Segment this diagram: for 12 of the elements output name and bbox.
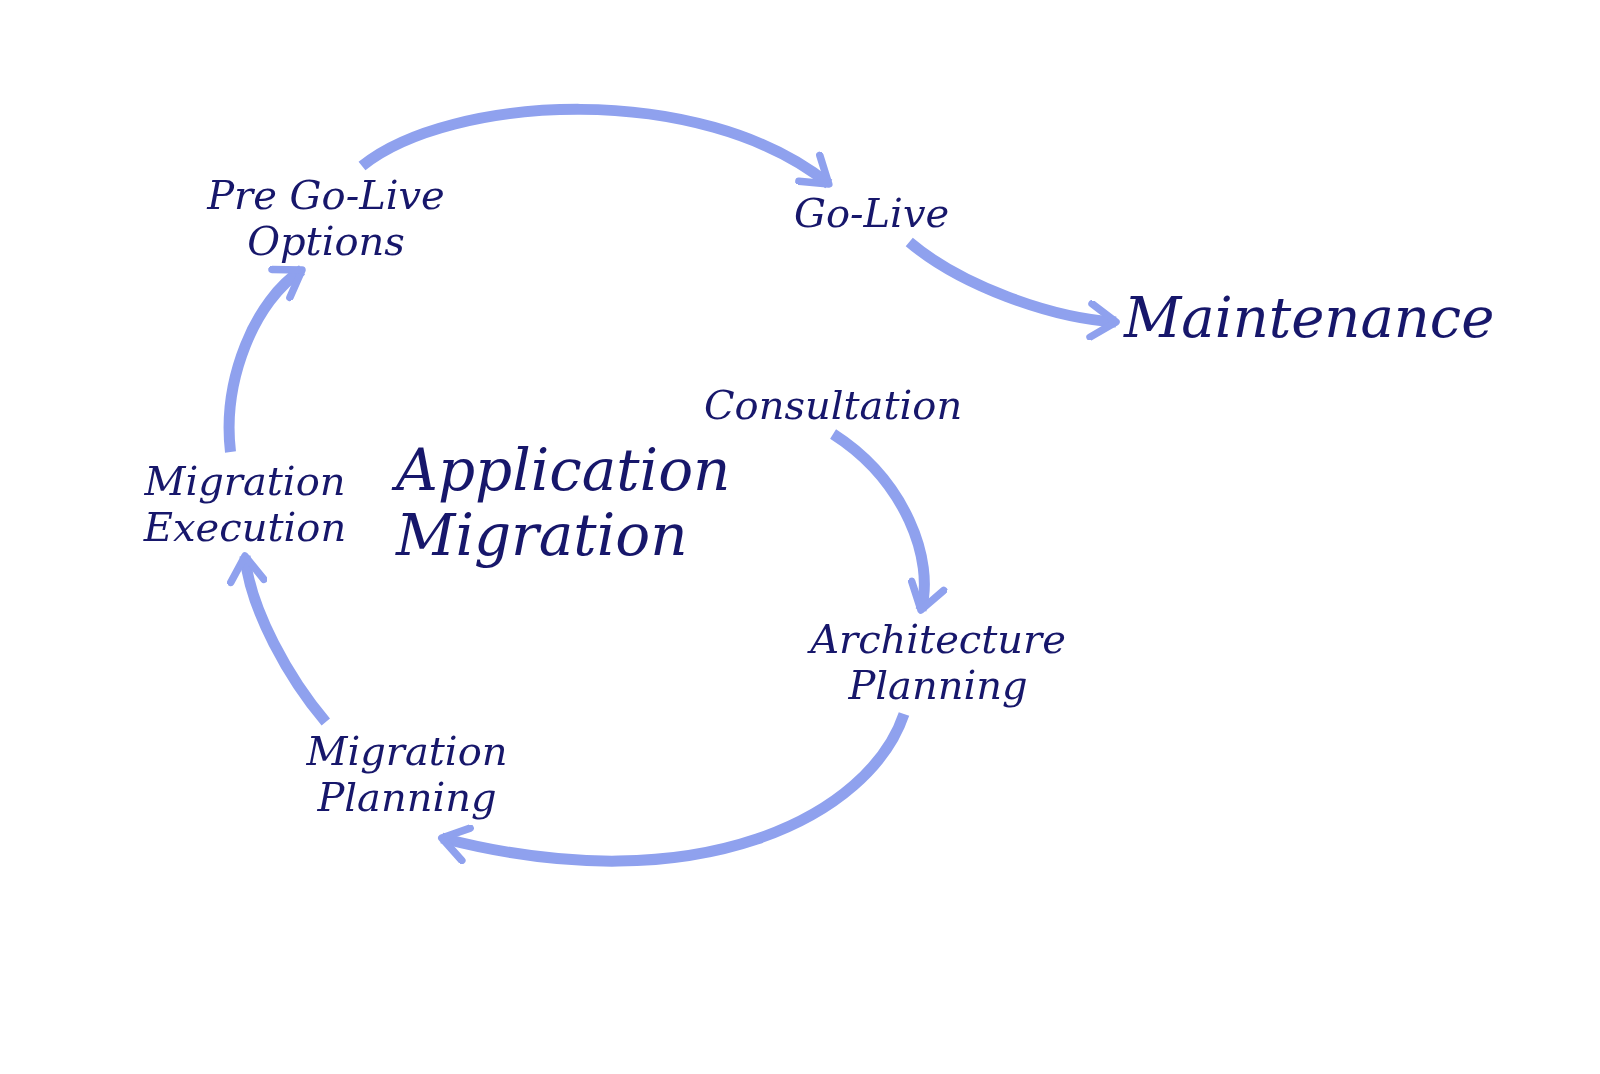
step-label: Consultation bbox=[696, 376, 971, 434]
step-label: Pre Go-Live Options bbox=[176, 166, 476, 270]
step-label: Maintenance bbox=[1116, 280, 1503, 357]
step-label: Go-Live bbox=[786, 184, 958, 242]
arrow bbox=[223, 265, 306, 453]
step-label: Migration Planning bbox=[262, 722, 552, 838]
arrow bbox=[829, 429, 946, 614]
arrow bbox=[438, 711, 909, 867]
arrow bbox=[905, 237, 1120, 340]
arrow bbox=[359, 103, 833, 189]
arrow bbox=[228, 552, 331, 726]
step-label: Architecture Planning bbox=[768, 610, 1108, 714]
